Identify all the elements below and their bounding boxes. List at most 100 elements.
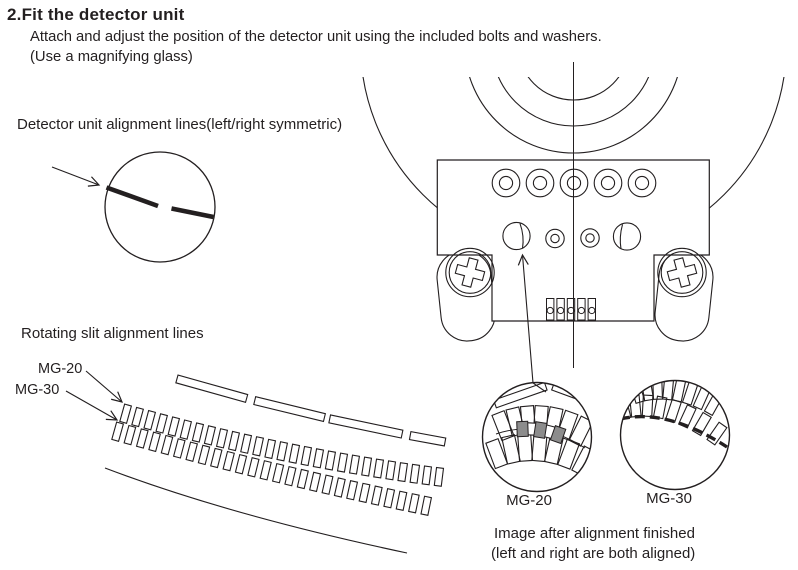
slit: [421, 465, 433, 486]
connector-pin: [556, 298, 565, 321]
slit: [492, 383, 548, 409]
slit: [288, 443, 301, 464]
connector-pin-hole: [567, 306, 575, 315]
magnifier-circle: [481, 381, 593, 493]
slit: [321, 474, 334, 495]
mg20-magnifier-label: MG-20: [506, 492, 552, 509]
slit: [185, 441, 199, 462]
pointer-arrow: [51, 166, 101, 187]
alignment-line-right: [171, 206, 214, 220]
result-caption-line-2: (left and right are both aligned): [491, 545, 696, 562]
slit: [333, 477, 346, 498]
slit: [131, 406, 145, 428]
slit: [370, 485, 383, 506]
left-alignment-window: [502, 221, 531, 251]
connector-pin-hole: [588, 306, 596, 315]
connector-pin-hole: [557, 306, 565, 315]
slit: [135, 428, 149, 449]
slit: [203, 425, 217, 446]
slit: [253, 396, 327, 423]
slit: [179, 419, 193, 440]
connector-pin: [546, 298, 555, 321]
connector-pins: [546, 298, 596, 321]
slit: [568, 415, 591, 447]
rotating-slit-pattern: [65, 370, 447, 554]
slit: [143, 409, 157, 431]
slit: [191, 422, 205, 443]
magnifier-circle: [619, 379, 731, 491]
right-alignment-window: [612, 222, 642, 251]
slit: [300, 445, 313, 467]
slit: [550, 383, 591, 404]
left-screw: [445, 247, 495, 298]
slit: [328, 414, 404, 439]
mg30-pointer-label: MG-30: [15, 382, 60, 398]
slit: [227, 430, 241, 452]
slit: [420, 495, 433, 516]
slit: [408, 493, 420, 514]
slit: [691, 411, 712, 437]
mg20-lower-slits: [485, 432, 591, 477]
alignment-windows: [502, 221, 642, 251]
slit: [706, 421, 728, 446]
instruction-line-2: (Use a magnifying glass): [30, 49, 193, 65]
result-caption-line-1: Image after alignment finished: [494, 525, 695, 542]
slit: [533, 421, 548, 439]
mg20-aligned-slits-gray: [516, 420, 567, 445]
slit: [383, 488, 396, 509]
slit: [516, 420, 529, 438]
right-screw: [657, 247, 707, 298]
slit: [549, 425, 567, 445]
connector-pin-hole: [546, 306, 554, 315]
mg20-pointer-label: MG-20: [38, 361, 83, 377]
slit: [167, 416, 181, 437]
slit: [373, 458, 385, 479]
detector-alignment-magnifier: [51, 151, 216, 263]
mg30-slit-row: [111, 421, 433, 516]
slit: [123, 424, 137, 446]
rotating-slit-label: Rotating slit alignment lines: [21, 325, 204, 342]
instruction-line-1: Attach and adjust the position of the de…: [30, 29, 602, 45]
mg20-label-arrow: [85, 370, 124, 403]
slit: [197, 444, 211, 466]
slit: [336, 452, 349, 473]
slit: [358, 482, 371, 504]
slit: [172, 438, 186, 459]
mg20-slit-row: [119, 403, 445, 487]
slit: [571, 445, 591, 477]
slit: [296, 468, 309, 490]
slit: [397, 462, 409, 483]
slit: [409, 463, 421, 484]
slit: [210, 447, 223, 469]
slit: [148, 431, 161, 453]
slit: [652, 381, 664, 400]
slit: [324, 450, 337, 471]
connector-pin: [577, 298, 586, 321]
mg30-alignment-line: [621, 414, 728, 449]
phillips-cross-icon: [666, 257, 698, 288]
connector-pin: [587, 298, 596, 321]
slit: [395, 490, 408, 511]
mg30-magnifier-label: MG-30: [646, 490, 692, 507]
slit: [119, 403, 133, 424]
slit: [252, 436, 265, 457]
slit: [175, 374, 249, 403]
disc-edge-arc: [104, 467, 408, 554]
detector-alignment-label: Detector unit alignment lines(left/right…: [17, 116, 343, 133]
slit: [485, 437, 509, 470]
slit: [284, 465, 297, 487]
slit: [361, 456, 373, 477]
outer-track-segments: [175, 374, 447, 447]
slit: [408, 431, 447, 447]
slit: [222, 450, 235, 472]
slit: [385, 460, 397, 481]
slit: [247, 457, 260, 478]
magnifier-circle: [104, 151, 216, 263]
connector-pin: [566, 298, 576, 321]
slit: [662, 381, 675, 401]
section-title: 2.Fit the detector unit: [7, 5, 185, 24]
slit: [264, 438, 277, 460]
slit: [240, 433, 253, 454]
alignment-line-left: [105, 185, 159, 209]
